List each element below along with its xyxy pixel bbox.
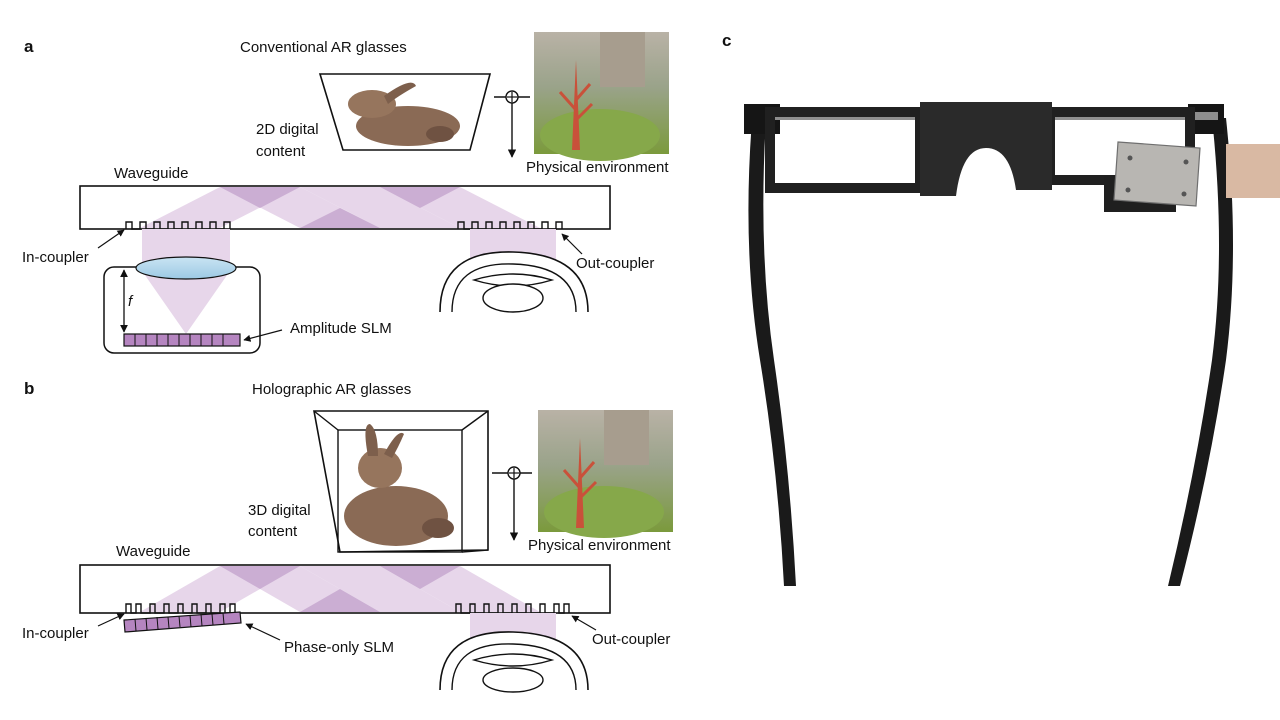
out-coupler-label-a: Out-coupler	[576, 255, 654, 272]
panel-a-letter: a	[24, 37, 34, 56]
focal-length-label: f	[128, 293, 134, 310]
eye-b	[439, 631, 589, 693]
environment-photo-a	[534, 32, 669, 161]
content-3d-frustum	[313, 410, 489, 553]
out-coupler-pointer-b	[571, 615, 597, 631]
bunny-2d-image	[348, 82, 460, 146]
in-coupler-label-a: In-coupler	[22, 249, 89, 266]
ar-glasses-photo	[744, 102, 1280, 586]
environment-label-b: Physical environment	[528, 537, 671, 554]
amplitude-slm	[123, 333, 241, 347]
projector-module-a	[103, 256, 261, 354]
waveguide-label-a: Waveguide	[114, 165, 189, 182]
panel-a-title: Conventional AR glasses	[240, 39, 407, 56]
combine-symbol-b	[492, 466, 532, 541]
panel-c-letter: c	[722, 31, 731, 50]
panel-b-letter: b	[24, 379, 34, 398]
environment-label-a: Physical environment	[526, 159, 669, 176]
in-coupler-label-b: In-coupler	[22, 625, 89, 642]
input-beam-a	[142, 229, 230, 262]
slm-label-b: Phase-only SLM	[284, 639, 394, 656]
panel-a: a Conventional AR glasses 2D digital con…	[22, 32, 669, 354]
in-coupler-pointer-a	[97, 229, 125, 249]
out-coupler-label-b: Out-coupler	[592, 631, 670, 648]
waveguide-label-b: Waveguide	[116, 543, 191, 560]
lens-a	[135, 256, 237, 280]
eye-a	[439, 251, 589, 313]
out-coupler-pointer-a	[561, 233, 583, 255]
in-coupler-pointer-b	[97, 613, 125, 627]
panel-b: b Holographic AR glasses 3D digital cont…	[22, 379, 673, 693]
content-2d-frustum	[318, 73, 492, 151]
waveguide-b	[79, 564, 611, 614]
bunny-3d-image	[344, 424, 454, 546]
slm-pointer-a	[243, 329, 283, 342]
content-2d-label-line2: content	[256, 143, 306, 160]
slm-pointer-b	[245, 623, 281, 641]
combine-symbol-a	[494, 90, 530, 158]
panel-c: c	[722, 31, 1280, 586]
waveguide-a	[79, 185, 611, 230]
environment-photo-b	[538, 410, 673, 538]
phase-only-slm	[123, 611, 242, 633]
content-3d-label-line1b: content	[248, 523, 298, 540]
content-3d-label-line1: 3D digital	[248, 502, 311, 519]
slm-label-a: Amplitude SLM	[290, 320, 392, 337]
content-2d-label-line1: 2D digital	[256, 121, 319, 138]
panel-b-title: Holographic AR glasses	[252, 381, 411, 398]
